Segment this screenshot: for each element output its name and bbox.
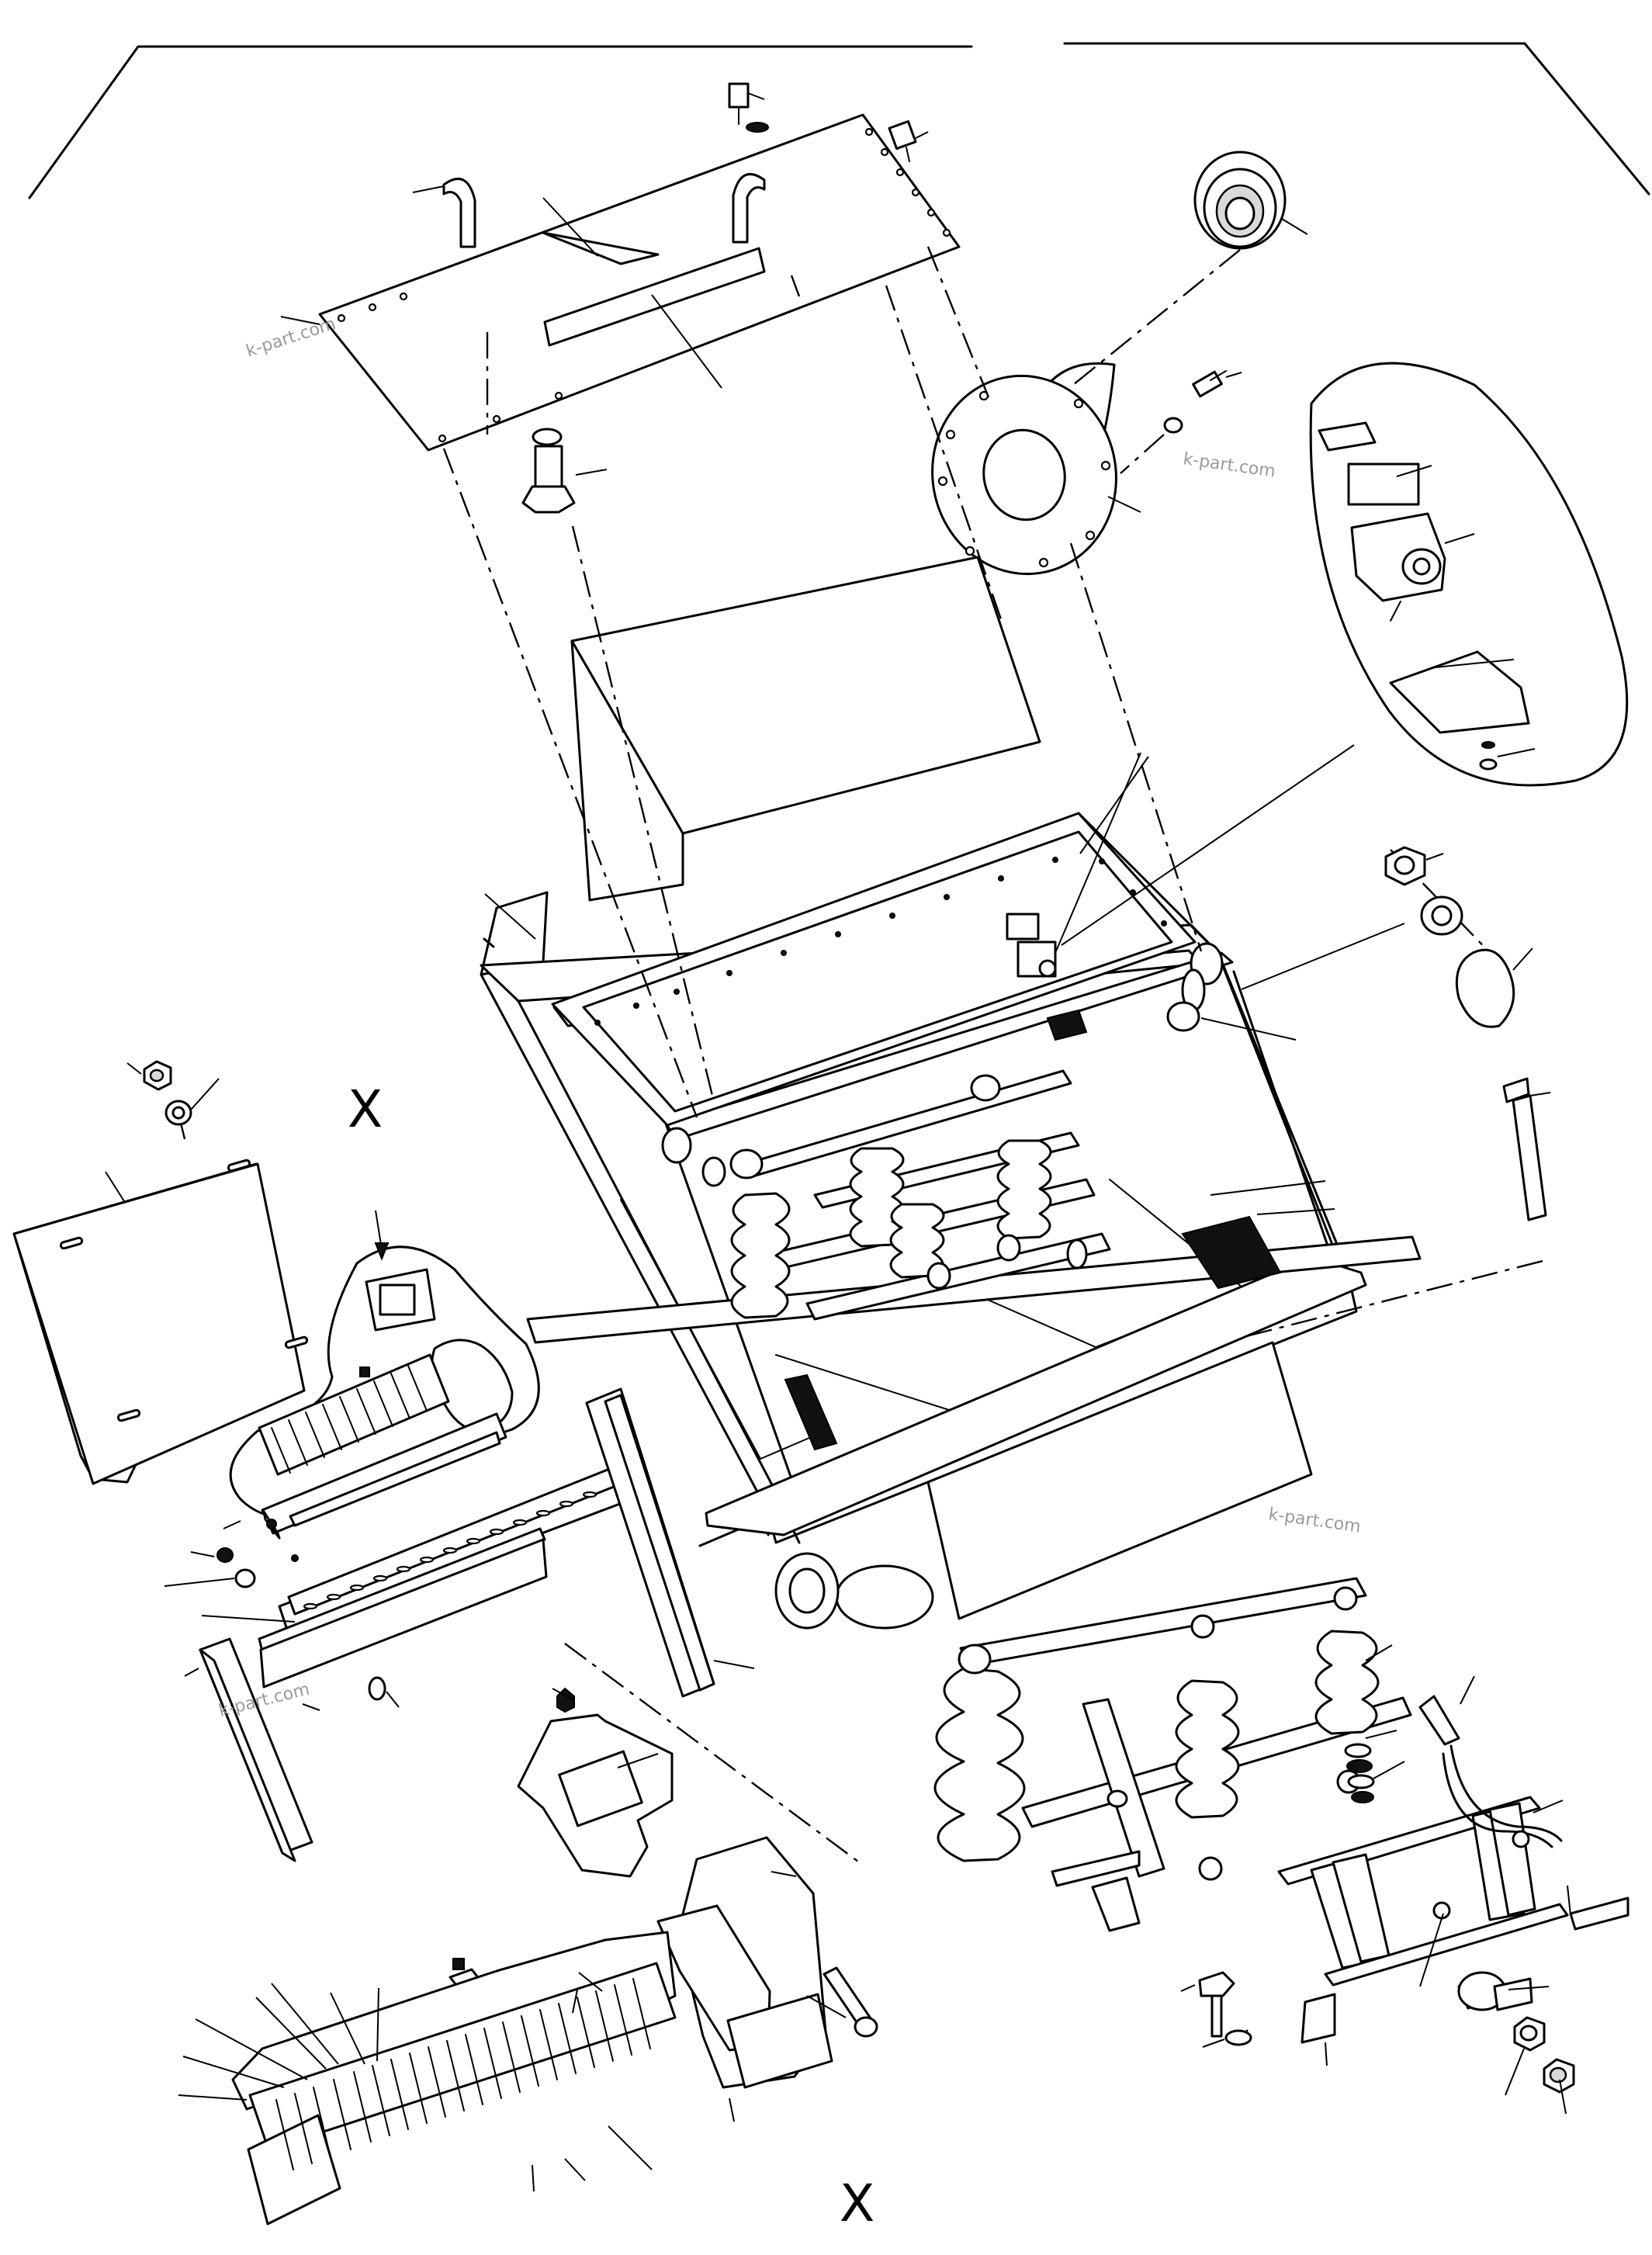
- callout-x-left: X: [348, 1079, 383, 1139]
- bushing-cap: [1193, 151, 1308, 250]
- insulator-stack-inside: [730, 1139, 1052, 1319]
- coil-stack-large: [231, 1931, 677, 2226]
- detail-x-exploded: X: [178, 1687, 878, 2233]
- frame-border: [28, 42, 1650, 199]
- bus-assembly-right: [933, 1577, 1629, 2115]
- top-cover-plate: [280, 82, 961, 514]
- rail-assembly-left: [164, 1387, 755, 1862]
- detail-balloon-x-left: X: [229, 1079, 540, 1519]
- side-cover-left: [12, 1060, 309, 1485]
- detail-balloon-switch: [1309, 362, 1629, 787]
- watermark-3: k-part.com: [1267, 1505, 1362, 1536]
- watermark-1: k-part.com: [244, 314, 338, 362]
- watermark-2: k-part.com: [1182, 449, 1276, 481]
- coil-stack-small: [258, 1353, 450, 1476]
- callout-x-bottom: X: [840, 2174, 874, 2233]
- side-fasteners-right: [1384, 846, 1551, 1221]
- mounting-flange: [931, 362, 1242, 576]
- main-enclosure: [480, 556, 1422, 1630]
